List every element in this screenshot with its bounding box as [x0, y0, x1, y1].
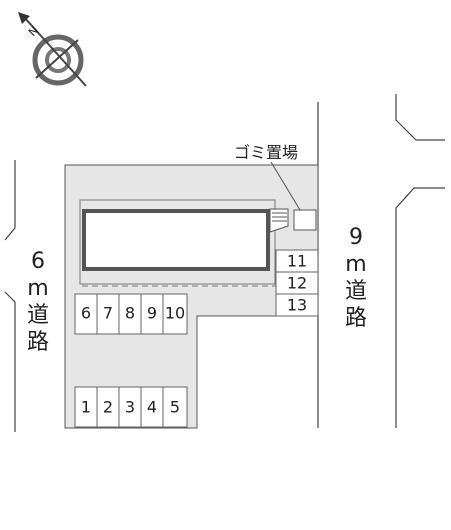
garbage-box: [293, 209, 317, 231]
left-road-char-2: 路: [27, 330, 49, 355]
compass-direction-label: N: [26, 24, 41, 39]
parking-bottom-row: 1 2 3 4 5: [74, 386, 188, 428]
parking-slot-number: 7: [103, 304, 113, 323]
left-road-char-1: 道: [27, 303, 49, 328]
compass-outer-ring: [32, 34, 84, 86]
parking-slot: [162, 293, 188, 335]
parking-right-column: 11 12 13: [275, 249, 319, 317]
right-road-char-1: 道: [345, 279, 367, 304]
right-road-char-2: 路: [345, 306, 367, 331]
left-road-upper-edge: [4, 160, 16, 241]
parking-slot-number: 8: [125, 304, 135, 323]
building-body: [82, 209, 270, 271]
parking-slot-number: 5: [170, 398, 180, 417]
parking-slot-number: 10: [165, 304, 185, 323]
left-road-lower-edge: [4, 291, 16, 432]
parking-slot-number: 9: [147, 304, 157, 323]
parking-slot-number: 13: [287, 296, 307, 315]
right-road-far-edge: [395, 187, 445, 428]
building-outline: [79, 199, 276, 285]
parking-slot-number: 4: [147, 398, 157, 417]
parking-slot-number: 6: [81, 304, 91, 323]
left-road-label: 6 m 道 路: [27, 249, 49, 355]
right-road-width: 9: [349, 225, 363, 250]
right-road-unit: m: [345, 252, 366, 277]
left-road-edges: [4, 160, 16, 432]
right-road-label: 9 m 道 路: [345, 225, 367, 331]
parking-slot-number: 12: [287, 274, 307, 293]
compass-crossbar: [35, 39, 79, 79]
right-road-edges: [317, 94, 445, 428]
parking-slot: [275, 293, 319, 317]
parking-top-row: 6 7 8 9 10: [74, 293, 188, 335]
compass-arrow-head: [18, 12, 30, 24]
parking-slot-number: 3: [125, 398, 135, 417]
compass-inner-ring: [45, 47, 71, 73]
parking-slot-number: 11: [287, 252, 307, 271]
parking-slot-number: 1: [81, 398, 91, 417]
left-road-width: 6: [31, 249, 45, 274]
garbage-leader-line: [270, 161, 301, 211]
building: [79, 199, 289, 287]
garbage-area: ゴミ置場: [234, 143, 317, 231]
parking-slot-number: 2: [103, 398, 113, 417]
stairs-icon: [269, 208, 289, 233]
parking-slot: [162, 386, 188, 428]
compass-needle: [23, 16, 87, 87]
garbage-label: ゴミ置場: [234, 143, 298, 162]
compass-icon: N: [18, 12, 87, 87]
right-road-top-curb: [395, 94, 445, 141]
left-road-unit: m: [27, 276, 48, 301]
